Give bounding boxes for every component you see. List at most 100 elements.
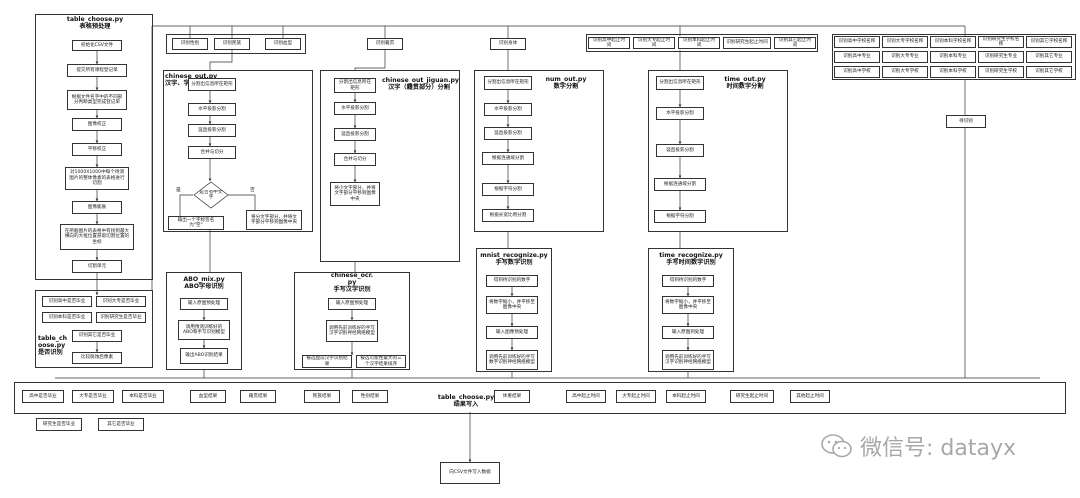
node-time-highschool: 识别高中起止时间 [588, 37, 630, 49]
node-co-hproj: 水平投影分割 [188, 103, 236, 116]
node-no-rect: 分割出信息所在矩形 [484, 76, 532, 90]
node-no-hproj: 水平投影分割 [484, 103, 532, 116]
node-mn-model: 调用先前训练好的手写数字识别神经网络模型 [486, 350, 538, 370]
node-res-time-col: 大专起止时间 [616, 390, 656, 403]
node-major-col: 识别大专专业 [882, 51, 928, 63]
node-check-bachelor: 识别本科是否毕业 [42, 312, 92, 323]
group-title-num-out: num_out.py 数字分割 [545, 76, 587, 91]
node-school-grad: 识别研究生学校 [978, 66, 1024, 78]
group-time-row [586, 34, 818, 52]
node-init-csv: 初始化CSV文件 [72, 40, 122, 51]
node-check-college: 识别大专是否毕业 [96, 296, 146, 307]
node-to-rect: 分割出信息所在矩形 [656, 76, 704, 90]
node-jg-hproj: 水平投影分割 [334, 102, 376, 115]
node-co-merge: 合并与切分 [188, 146, 236, 159]
group-chinese-out [163, 70, 313, 232]
node-cut-cells: 切割单元 [72, 260, 122, 273]
node-pending: 待识别 [946, 115, 986, 128]
group-title-table-check: table_ch oose.py 是否识别 [38, 335, 68, 357]
node-res-time-hs: 高中起止时间 [566, 390, 606, 403]
node-tr-center: 将数字缩小，并平移至图像中央 [662, 296, 714, 314]
node-school-name-grad: 识别研究生学校名称 [978, 36, 1024, 48]
node-tr-pre: 输入原图到处理 [662, 326, 714, 339]
label-yes: 是 [176, 188, 181, 193]
node-ocr-model: 调用先前训练好的手写汉字识别神经网络模型 [326, 320, 378, 342]
node-res-bac: 本科是否毕业 [122, 390, 164, 403]
node-res-oth: 其它是否毕业 [98, 418, 144, 431]
node-major-bac: 识别本科专业 [930, 51, 976, 63]
group-title-time-out: time_out.py 时间数字分割 [724, 76, 766, 91]
node-school-name-hs: 识别高中学校名称 [834, 36, 880, 48]
node-tr-digit: 得到待识别的数字 [662, 275, 714, 287]
node-school-oth: 识别其它学校 [1026, 66, 1072, 78]
node-check-graduate: 识别研究生是否毕业 [96, 312, 146, 323]
group-time-rec [648, 248, 734, 372]
node-school-col: 识别大专学校 [882, 66, 928, 78]
node-res-time-grad: 研究生起止时间 [730, 390, 774, 403]
node-dilate: 图像膨胀 [72, 201, 122, 214]
group-title-result-write: table_choose.py 结果写入 [437, 394, 495, 409]
decision-diamond [193, 181, 229, 209]
node-tr-model: 调用先前训练好的手写汉字识别神经网络模型 [662, 350, 714, 370]
node-recog-blood: 识别血型 [265, 38, 301, 50]
group-chinese-jiguan [320, 70, 460, 262]
group-title-mnist: mnist_recognize.py 手写数字识别 [480, 252, 548, 267]
node-compare-pixels: 比较腐蚀后像素 [72, 352, 122, 364]
node-major-oth: 识别其它专业 [1026, 51, 1072, 63]
node-school-hs: 识别高中学校 [834, 66, 880, 78]
group-ocr [294, 272, 410, 370]
node-jg-rect: 分割出信息所在矩形 [334, 78, 376, 93]
node-school-name-col: 识别大专学校名称 [882, 36, 928, 48]
node-res-col: 大专是否毕业 [72, 390, 114, 403]
node-judge-type: 根据文件名字中的不同部分判断类型完成登记单 [67, 90, 127, 110]
node-jg-merge: 合并与切分 [334, 153, 376, 166]
node-jg-vproj: 竖直投影分割 [334, 128, 376, 141]
group-mnist [476, 248, 552, 372]
node-to-conn: 根据连通域分割 [654, 178, 706, 191]
group-table-preprocess [35, 14, 153, 280]
node-co-empty: 输出一个字标签名为"空" [168, 216, 224, 230]
node-school-bac: 识别本科学校 [930, 66, 976, 78]
node-co-vproj: 竖直投影分割 [188, 124, 236, 137]
node-abo-out: 输出ABO识别结果 [180, 348, 228, 364]
node-co-center: 将分文字部分，并将文字部分平移到图像中央 [246, 210, 302, 230]
group-num-out [474, 70, 604, 232]
node-no-vproj: 竖直投影分割 [484, 127, 532, 140]
node-write-csv: 向CSV文件写入数据 [440, 462, 500, 484]
node-res-weight: 体重结果 [494, 390, 530, 403]
node-recog-ethnic: 识别民族 [214, 38, 250, 50]
group-title-abo: ABO_mix.py ABO字母识别 [183, 276, 225, 291]
node-recog-gender: 识别性别 [172, 38, 208, 50]
node-major-grad: 识别研究生专业 [978, 51, 1024, 63]
node-major-hs: 识别高中专业 [834, 51, 880, 63]
node-check-highschool: 识别高中是否毕业 [42, 296, 92, 307]
group-table-check [35, 290, 153, 368]
node-mn-digit: 得到待识别的数字 [486, 275, 538, 287]
node-res-hs: 高中是否毕业 [22, 390, 64, 403]
node-co-rect: 分割出信息所在矩形 [188, 78, 236, 91]
node-submit-forms: 提交所有课程登记单 [67, 64, 127, 77]
node-res-gender: 性别结果 [352, 390, 388, 403]
node-ocr-pre: 输入原图预处理 [328, 298, 376, 310]
node-res-blood: 血型结果 [190, 390, 226, 403]
node-to-hproj: 水平投影分割 [656, 107, 704, 120]
node-abo-pre: 输入原图预处理 [180, 298, 228, 310]
watermark: 微信号: datayx [820, 430, 1016, 462]
node-mn-pre: 输入图像预处理 [486, 326, 538, 339]
node-to-char: 根据字符分割 [654, 210, 706, 223]
node-res-time-bac: 本科起止时间 [666, 390, 706, 403]
node-time-other: 识别其它起止时间 [774, 37, 816, 49]
wechat-icon [820, 433, 854, 459]
node-cut-table: 对1000X1000中每个待测图片的整体像素的表格进行切割 [65, 167, 129, 190]
node-to-vproj: 竖直投影分割 [656, 144, 704, 157]
node-res-origin: 籍贯结果 [240, 390, 276, 403]
group-result-write [14, 382, 1066, 414]
label-no: 否 [250, 188, 255, 193]
group-abo [166, 272, 242, 370]
group-title-table-preprocess: table_choose.py 表格预处理 [66, 16, 124, 31]
group-title-time-rec: time_recognize.py 手写时间数字识别 [659, 252, 723, 267]
node-school-name-bac: 识别本科学校名称 [930, 36, 976, 48]
watermark-text: 微信号: datayx [860, 436, 1016, 461]
